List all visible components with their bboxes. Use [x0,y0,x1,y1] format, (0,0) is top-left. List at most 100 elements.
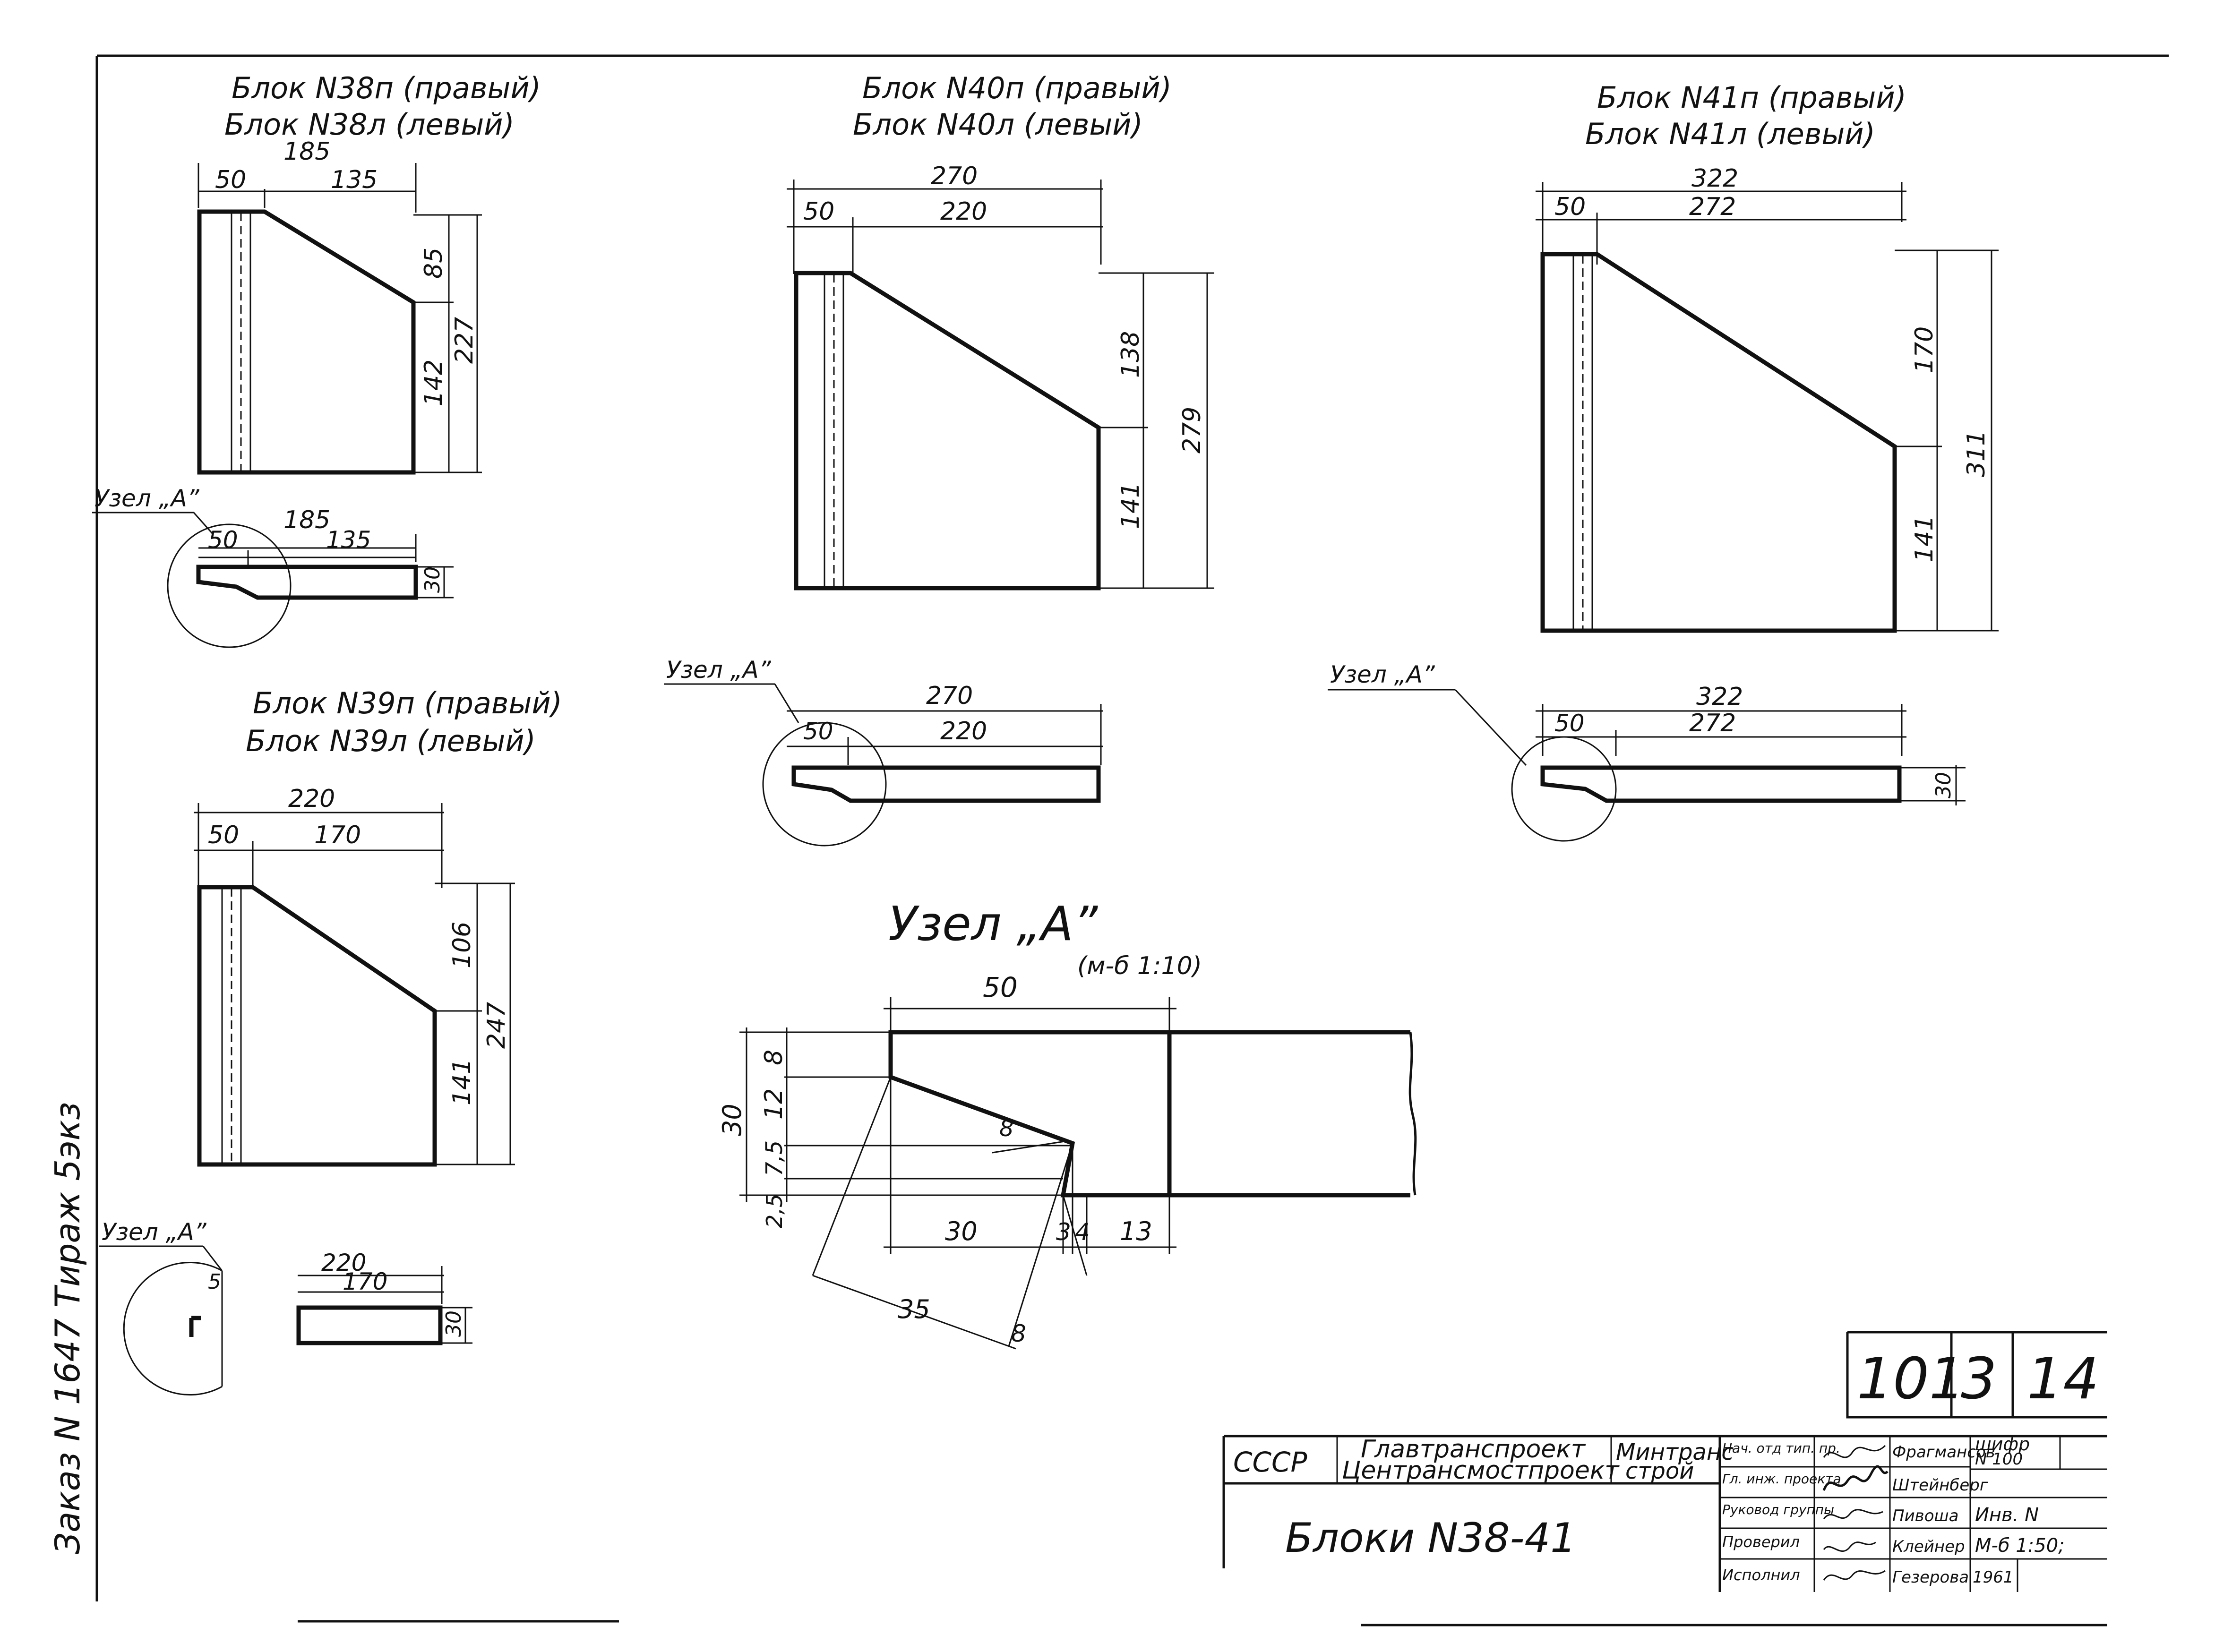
title-org2: Центрансмостпроект [1342,1456,1620,1485]
title-scale: М-б 1:50; [1975,1535,2065,1557]
block-39-dim-upper: 106 [448,922,476,968]
block-40-title-right: Блок N40п (правый) [862,71,1172,105]
block-38-section: Узел „А” 185 50 135 30 [92,485,454,648]
code-value: N 100 [1975,1450,2023,1469]
block-39-title-left: Блок N39л (левый) [246,724,536,758]
section-40-first: 50 [803,718,833,745]
block-41-elevation: Блок N41п (правый) Блок N41л (левый) 322… [1536,80,1999,633]
section-41-second: 272 [1689,709,1736,737]
node-a-dim-h3: 7,5 [761,1140,788,1176]
section-39-second: 170 [343,1268,387,1295]
block-39-elevation: Блок N39п (правый) Блок N39л (левый) 220… [194,686,562,1167]
block-39-dim-total: 220 [288,785,335,813]
title-year: 1961 [1973,1568,2014,1587]
title-block: СССР Главтранспроект Центрансмостпроект … [1222,1434,2107,1592]
block-40-dim-total: 270 [931,162,978,190]
node-a-title: Узел „А” [888,896,1099,951]
sheet-number: 101 3 14 [1846,1331,2107,1419]
node-a-dim-top: 50 [983,971,1018,1003]
block-41-title-right: Блок N41п (правый) [1597,80,1906,115]
section-38-second: 135 [326,526,371,554]
node-a-dim-h4: 2,5 [762,1194,787,1228]
block-38-dim-height: 227 [450,317,479,364]
section-38-label: Узел „А” [94,485,200,512]
block-41-dim-height: 311 [1962,430,1991,477]
block-41-section: Узел „А” 322 50 272 30 [1328,661,1966,842]
role-2: Руковод группы [1722,1502,1834,1517]
role-4: Исполнил [1722,1566,1800,1584]
name-2: Пивоша [1892,1506,1958,1525]
block-38-dim-lower: 142 [420,360,448,406]
section-39-thick: 30 [442,1310,466,1337]
sheet-frame [95,54,2169,1626]
node-a-dim-slope: 35 [898,1294,930,1324]
name-0: Фрагмансов [1892,1443,1995,1462]
drawing-title: Блоки N38-41 [1285,1515,1576,1562]
node-a-detail: Узел „А” (м-б 1:10) 50 30 8 12 7,5 2,5 3… [717,896,1417,1350]
role-1: Гл. инж. проекта [1722,1471,1841,1487]
node-a-dim-bevel2: 8 [1011,1320,1026,1347]
block-39-dim-lower: 141 [448,1059,476,1105]
title-org3: Минтранс [1616,1439,1734,1465]
section-41-thick: 30 [1932,772,1956,798]
section-41-total: 322 [1696,683,1743,711]
node-a-dim-b1: 30 [945,1216,978,1246]
block-40-title-left: Блок N40л (левый) [853,107,1143,142]
section-39-total: 220 [321,1249,366,1276]
block-40-dim-first: 50 [803,197,834,226]
block-38-title-left: Блок N38л (левый) [224,107,515,142]
node-a-dim-b4: 13 [1120,1216,1152,1246]
block-40-dim-second: 220 [940,197,987,226]
block-41-title-left: Блок N41л (левый) [1585,117,1875,151]
block-41-dim-first: 50 [1554,193,1586,221]
node-a-dim-bevel: 8 [999,1115,1014,1142]
name-1: Штейнберг [1892,1476,1989,1495]
title-org4: строй [1625,1458,1694,1484]
node-a-dim-height: 30 [717,1104,747,1136]
signature-0 [1823,1445,1886,1458]
title-org1: Главтранспроект [1361,1435,1586,1464]
node-a-dim-h2: 12 [760,1088,788,1120]
block-40-section: Узел „А” 270 50 220 [664,656,1103,847]
sheet-number-c: 14 [2027,1346,2099,1412]
section-39-label: Узел „А” [102,1218,207,1246]
name-3: Клейнер [1892,1537,1965,1556]
section-38-total: 185 [283,506,330,534]
role-0: Нач. отд тип. пр. [1722,1440,1840,1456]
node-a-scale: (м-б 1:10) [1077,952,1202,980]
section-41-label: Узел „А” [1330,661,1435,688]
section-38-thick: 30 [421,566,445,593]
block-39-section: Узел „А” 220 5 170 30 [99,1218,472,1395]
section-41-first: 50 [1554,710,1585,737]
block-38-dim-second: 135 [331,166,378,194]
block-39-dim-first: 50 [208,821,239,849]
block-38-elevation: Блок N38п (правый) Блок N38л (левый) 185… [197,71,541,475]
signature-2 [1823,1509,1883,1519]
block-39-title-right: Блок N39п (правый) [253,686,562,720]
node-a-dim-b2: 3 [1056,1218,1071,1246]
block-38-dim-total: 185 [283,137,330,166]
side-note: Заказ N 1647 Тираж 5экз [48,1102,87,1554]
title-country: СССР [1233,1446,1307,1478]
signature-4 [1823,1570,1886,1581]
block-41-dim-upper: 170 [1910,326,1939,373]
signature-1 [1822,1465,1889,1491]
block-38-dim-first: 50 [215,166,246,194]
block-40-dim-lower: 141 [1116,482,1145,529]
name-4: Гезерова [1892,1568,1969,1587]
role-3: Проверил [1722,1533,1800,1551]
section-39-first: 5 [208,1270,221,1294]
signature-3 [1823,1541,1876,1552]
section-38-first: 50 [208,526,238,554]
block-38-dim-upper: 85 [420,248,448,279]
code-label: шифр [1975,1434,2030,1455]
sheet-number-b: 3 [1961,1346,1997,1412]
section-40-total: 270 [926,682,973,710]
node-a-dim-h1: 8 [760,1050,788,1065]
node-a-dim-b3: 4 [1075,1218,1090,1246]
block-39-dim-height: 247 [482,1002,511,1049]
block-39-dim-second: 170 [314,821,361,849]
section-40-second: 220 [940,717,987,745]
block-41-dim-second: 272 [1689,193,1736,221]
block-40-dim-upper: 138 [1116,331,1145,378]
